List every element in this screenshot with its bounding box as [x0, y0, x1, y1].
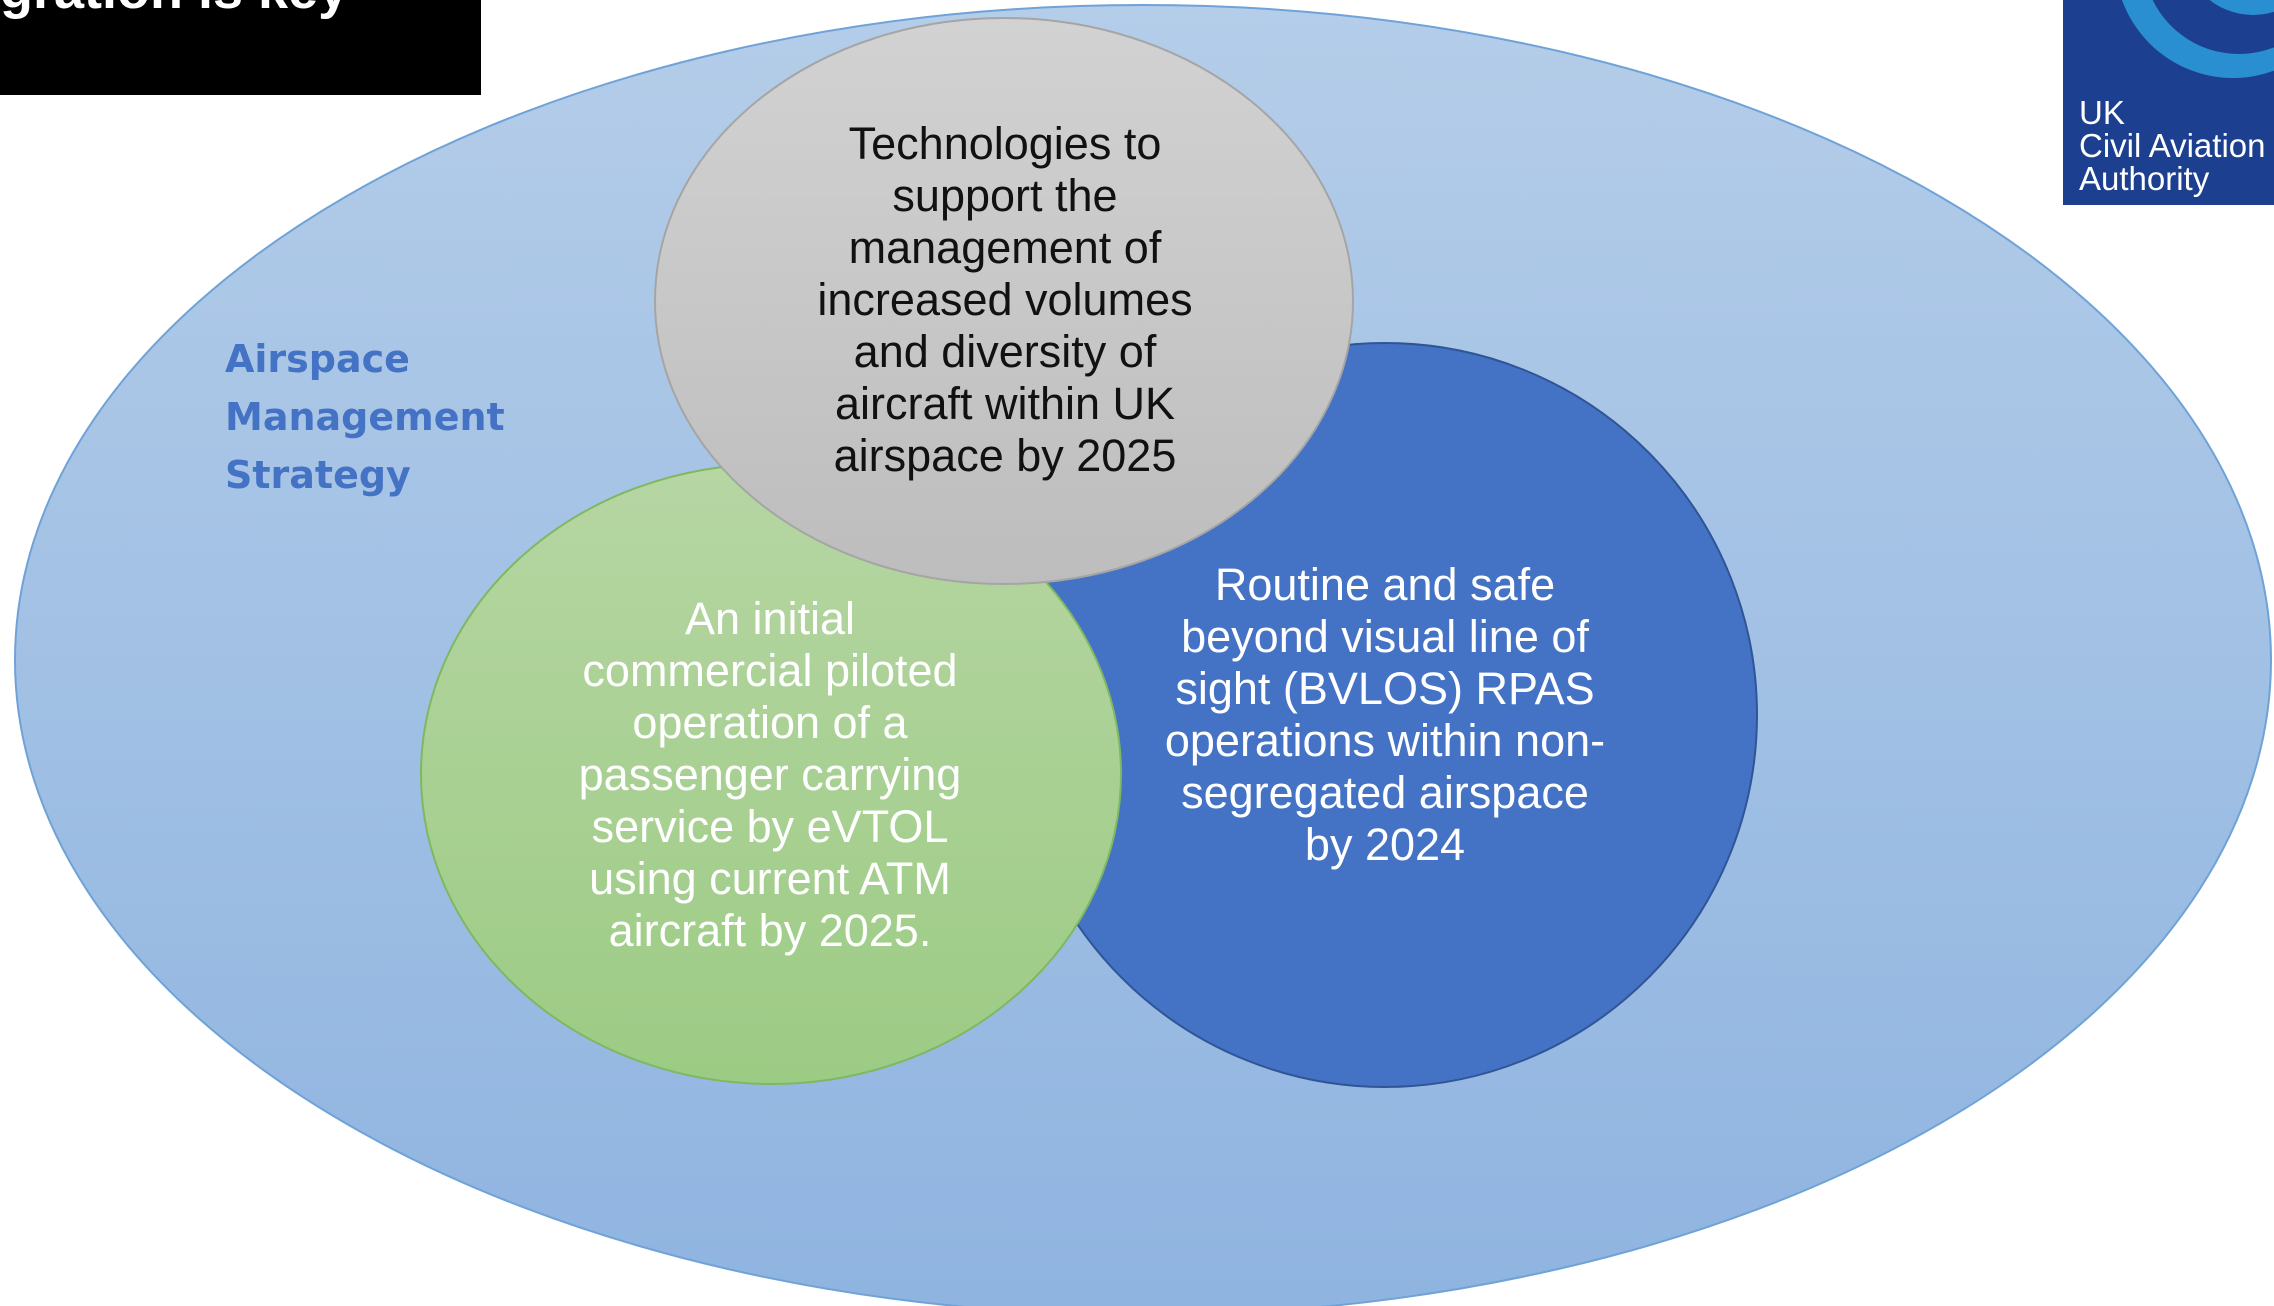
airspace-strategy-label: Airspace Management Strategy [225, 337, 505, 497]
bvlos-text: Routine and safe beyond visual line of s… [1164, 559, 1606, 870]
technologies-text: Technologies to support the management o… [817, 118, 1193, 481]
slide-title: gration is key [0, 0, 348, 22]
evtol-text: An initial commercial piloted operation … [578, 593, 962, 956]
caa-logo-icon [2122, 0, 2274, 78]
technologies-circle [654, 17, 1354, 585]
caa-logo-text: UK Civil Aviation Authority [2079, 94, 2266, 197]
caa-logo: UK Civil Aviation Authority [2063, 0, 2274, 205]
title-banner: gration is key [0, 0, 481, 95]
